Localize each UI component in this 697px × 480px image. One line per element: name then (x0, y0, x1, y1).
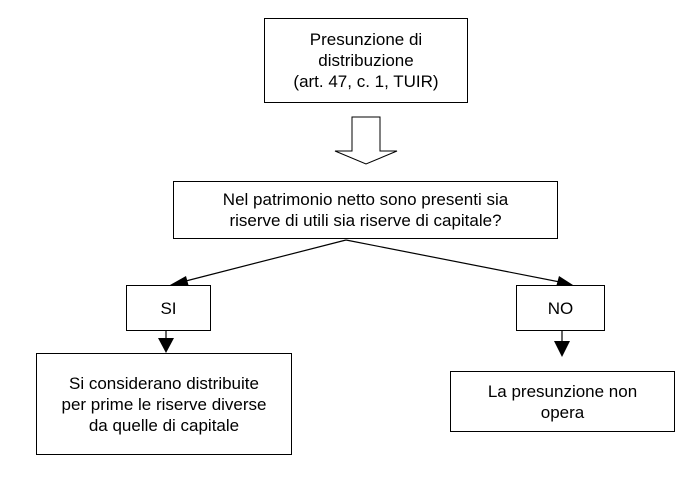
si-outcome-line-1: Si considerano distribuite (69, 373, 259, 393)
no-label: NO (547, 298, 574, 318)
question-line-2: riserve di utili sia riserve di capitale… (229, 211, 502, 230)
start-line-1: Presunzione di (309, 30, 423, 49)
arrowhead-si-down (158, 338, 174, 353)
start-line-3: (art. 47, c. 1, TUIR) (293, 72, 439, 91)
hollow-down-arrow (334, 116, 398, 165)
question-line-1: Nel patrimonio netto sono presenti sia (222, 190, 509, 209)
arrow-to-si (177, 239, 347, 284)
arrowhead-no-down (554, 341, 570, 357)
arrowhead-si (170, 276, 189, 287)
question-box: Nel patrimonio netto sono presenti sia r… (173, 181, 558, 239)
no-outcome-line-1: La presunzione non (487, 381, 638, 401)
start-line-2: distribuzione (318, 51, 414, 70)
si-box: SI (126, 285, 211, 331)
no-outcome-line-2: opera (540, 402, 585, 422)
no-outcome-box: La presunzione non opera (450, 371, 675, 432)
start-box: Presunzione di distribuzione (art. 47, c… (264, 18, 468, 103)
no-box: NO (516, 285, 605, 331)
si-label: SI (160, 298, 177, 318)
si-outcome-box: Si considerano distribuite per prime le … (36, 353, 292, 455)
arrowhead-no (556, 276, 573, 287)
si-outcome-line-2: per prime le riserve diverse (61, 394, 267, 414)
si-outcome-line-3: da quelle di capitale (88, 415, 240, 435)
arrow-to-no (345, 239, 566, 284)
